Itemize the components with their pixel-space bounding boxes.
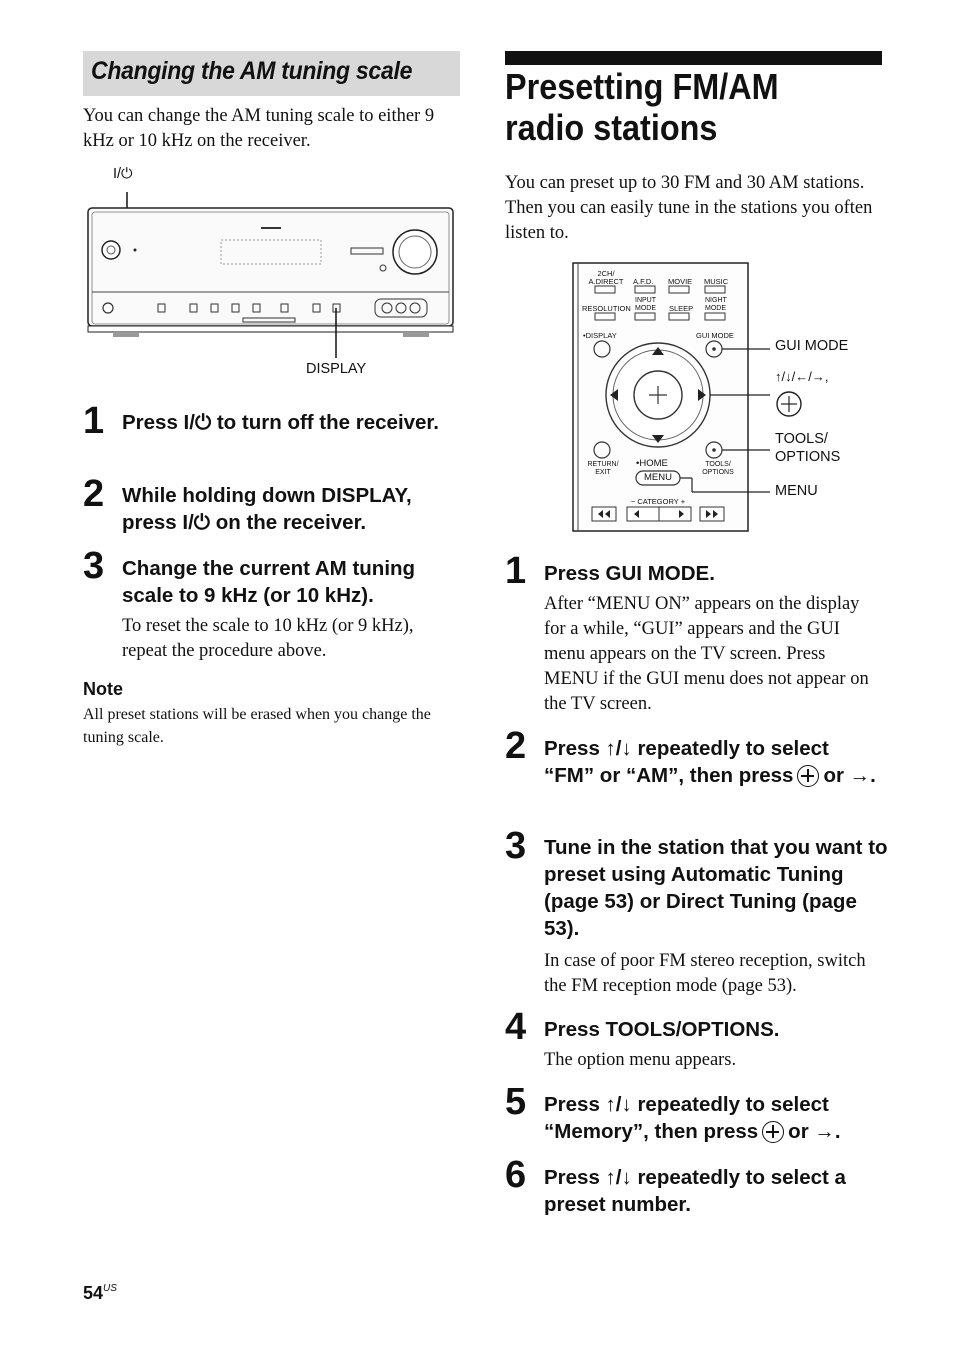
right-step-5-text-b: or →. (788, 1120, 841, 1143)
page-number-value: 54 (83, 1283, 104, 1303)
remote-figure: 2CH/ A.DIRECT A.F.D. MOVIE MUSIC RESOLUT… (572, 262, 882, 532)
right-step-1-detail: After “MENU ON” appears on the display f… (544, 594, 869, 714)
remote-label-afd: A.F.D. (633, 277, 654, 286)
section-heading-am-scale: Changing the AM tuning scale (83, 51, 460, 96)
enter-icon (762, 1121, 785, 1143)
right-step-5-number: 5 (505, 1081, 527, 1123)
remote-label-night-mode: NIGHT MODE (705, 297, 727, 312)
page-suffix: US (103, 1283, 117, 1294)
callout-gui-mode: GUI MODE (775, 338, 849, 354)
remote-label-sleep: SLEEP (669, 304, 694, 313)
remote-label-category: − CATEGORY + (630, 497, 686, 506)
right-step-6-number: 6 (505, 1154, 527, 1196)
remote-label-input-mode: INPUT MODE (635, 297, 656, 312)
right-step-2-number: 2 (505, 725, 527, 767)
right-step-2-text-a: Press ↑/↓ repeatedly to select “FM” or “… (544, 737, 829, 787)
remote-label-return: RETURN/ EXIT (587, 461, 619, 476)
note-text: All preset stations will be erased when … (83, 706, 431, 746)
remote-label-resolution: RESOLUTION (582, 304, 631, 313)
left-step-3-number: 3 (83, 545, 105, 587)
remote-label-movie: MOVIE (668, 277, 693, 286)
right-step-3-number: 3 (505, 825, 527, 867)
receiver-figure: I/⏻ (83, 160, 463, 380)
remote-label-music: MUSIC (704, 277, 729, 286)
display-label: DISPLAY (306, 361, 367, 377)
enter-icon (797, 765, 820, 787)
left-step-3-detail: To reset the scale to 10 kHz (or 9 kHz),… (122, 616, 414, 661)
right-step-2-text-b: or →. (823, 764, 876, 787)
callout-arrows: ↑/↓/←/→, (775, 369, 829, 384)
right-step-4-number: 4 (505, 1006, 527, 1048)
remote-callout-lines (680, 348, 802, 493)
receiver-illustration (87, 192, 454, 358)
right-step-6-text: Press ↑/↓ repeatedly to select a preset … (544, 1166, 846, 1216)
right-step-1-text: Press GUI MODE. (544, 562, 715, 585)
right-step-3-text: Tune in the station that you want to pre… (544, 836, 888, 940)
note-heading: Note (83, 679, 123, 699)
remote-label-tools: TOOLS/ OPTIONS (702, 461, 734, 476)
remote-label-display: •DISPLAY (583, 331, 617, 340)
page-title: Presetting FM/AM radio stations (505, 66, 779, 148)
remote-label-display-text: DISPLAY (585, 331, 617, 340)
right-step-2-text: Press ↑/↓ repeatedly to select “FM” or “… (544, 735, 884, 789)
page-number: 54US (83, 1283, 117, 1304)
right-intro: You can preset up to 30 FM and 30 AM sta… (505, 173, 873, 243)
callout-tools: TOOLS/ OPTIONS (775, 431, 841, 465)
remote-illustration (572, 262, 749, 532)
left-step-2-number: 2 (83, 473, 105, 515)
left-step-1-text: Press I/⏻ to turn off the receiver. (122, 411, 439, 434)
remote-label-menu: MENU (644, 472, 672, 483)
remote-label-gui-mode: GUI MODE (696, 331, 734, 340)
left-step-1-number: 1 (83, 400, 105, 442)
remote-label-home: •HOME (636, 458, 668, 469)
right-step-4-detail: The option menu appears. (544, 1050, 737, 1070)
intro-text: You can change the AM tuning scale to ei… (83, 106, 435, 151)
right-step-3-detail: In case of poor FM stereo reception, swi… (544, 951, 866, 996)
right-step-5-text-a: Press ↑/↓ repeatedly to select “Memory”,… (544, 1093, 829, 1143)
left-step-2-text: While holding down DISPLAY, press I/⏻ on… (122, 484, 412, 534)
remote-label-2ch: 2CH/ A.DIRECT (588, 269, 624, 286)
title-bar (505, 51, 882, 65)
callout-menu: MENU (775, 483, 818, 499)
power-label: I/⏻ (113, 166, 133, 182)
right-step-4-text: Press TOOLS/OPTIONS. (544, 1018, 780, 1041)
remote-label-home-text: HOME (639, 458, 668, 469)
right-step-5-text: Press ↑/↓ repeatedly to select “Memory”,… (544, 1091, 889, 1145)
left-step-3-text: Change the current AM tuning scale to 9 … (122, 557, 416, 607)
section-title: Changing the AM tuning scale (91, 57, 413, 85)
right-step-1-number: 1 (505, 550, 527, 592)
